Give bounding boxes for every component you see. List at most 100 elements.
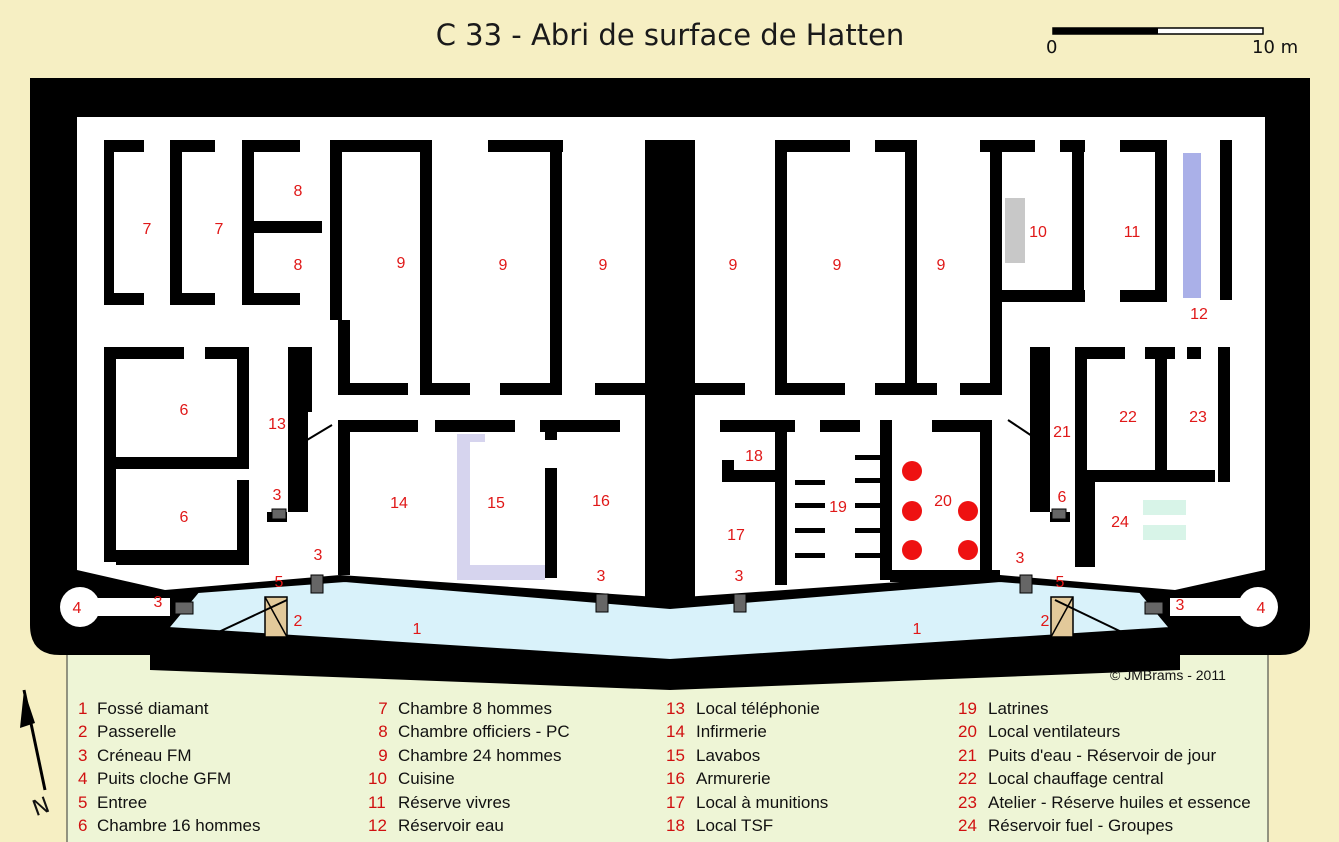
legend-number: 13 <box>666 699 685 718</box>
legend-label: Puits cloche GFM <box>97 769 232 789</box>
legend-number: 10 <box>368 769 387 789</box>
legend-item: 8 Chambre officiers - PC <box>368 720 668 743</box>
legend-item: 3 Créneau FM <box>78 744 378 767</box>
bell-well-left <box>60 587 170 627</box>
legend-number: 14 <box>666 722 685 742</box>
legend-number: 6 <box>78 815 88 835</box>
room-label-7: 7 <box>143 221 152 238</box>
room-label-14: 14 <box>390 495 408 512</box>
room-label-3: 3 <box>273 487 282 504</box>
north-arrow-icon <box>20 689 47 791</box>
legend-item: 11 Réserve vivres <box>368 791 668 814</box>
room-label-1: 1 <box>413 621 422 638</box>
room-label-9: 9 <box>499 257 508 274</box>
legend-number: 9 <box>378 745 388 765</box>
washroom-basin <box>457 434 545 580</box>
legend-number: 22 <box>958 769 977 789</box>
ventilators <box>902 461 978 560</box>
legend-number: 8 <box>378 722 388 742</box>
room-label-9: 9 <box>833 257 842 274</box>
legend-item: 13 Local téléphonie <box>666 697 966 720</box>
legend-label: Réservoir fuel - Groupes <box>988 815 1174 835</box>
room-label-17: 17 <box>727 527 745 544</box>
legend-label: Chambre 24 hommes <box>398 745 562 765</box>
room-label-3: 3 <box>1176 597 1185 614</box>
legend-item: 18 Local TSF <box>666 814 966 837</box>
legend-label: Local à munitions <box>696 792 829 812</box>
room-label-9: 9 <box>599 257 608 274</box>
room-label-7: 7 <box>215 221 224 238</box>
room-label-23: 23 <box>1189 409 1207 426</box>
legend-number: 19 <box>958 699 977 718</box>
room-label-3: 3 <box>597 568 606 585</box>
legend-label: Réservoir eau <box>398 815 504 835</box>
room-label-3: 3 <box>1016 550 1025 567</box>
bell-well-right <box>1170 587 1278 627</box>
legend-column-2: 7 Chambre 8 hommes 8 Chambre officiers - P… <box>368 697 668 837</box>
legend-item: 14 Infirmerie <box>666 720 966 743</box>
room-label-5: 5 <box>1056 574 1065 591</box>
legend-number: 11 <box>368 792 386 812</box>
room-label-16: 16 <box>592 493 610 510</box>
legend-number: 21 <box>958 745 977 765</box>
legend-number: 16 <box>666 769 685 789</box>
embrasures <box>174 508 1164 615</box>
room-label-6: 6 <box>180 509 189 526</box>
legend-label: Infirmerie <box>696 722 767 742</box>
legend-label: Armurerie <box>696 769 771 789</box>
room-label-12: 12 <box>1190 306 1208 323</box>
room-label-3: 3 <box>314 547 323 564</box>
legend-label: Local chauffage central <box>988 769 1164 789</box>
room-label-21: 21 <box>1053 424 1071 441</box>
water-tank <box>1183 153 1201 298</box>
legend-label: Latrines <box>988 699 1049 718</box>
room-label-8: 8 <box>294 257 303 274</box>
legend-column-3: 13 Local téléphonie 14 Infirmerie 15 Lavabo… <box>666 697 966 837</box>
legend-label: Chambre officiers - PC <box>398 722 570 742</box>
legend-number: 5 <box>78 792 88 812</box>
room-label-6: 6 <box>1058 489 1067 506</box>
legend-label: Cuisine <box>398 769 455 789</box>
legend-item: 17 Local à munitions <box>666 791 966 814</box>
legend-label: Local téléphonie <box>696 699 820 718</box>
room-label-10: 10 <box>1029 224 1047 241</box>
room-label-9: 9 <box>729 257 738 274</box>
room-label-4: 4 <box>1257 600 1266 617</box>
room-label-2: 2 <box>1041 613 1050 630</box>
fuel-tank-2 <box>1143 525 1186 540</box>
legend-number: 17 <box>666 792 685 812</box>
legend-number: 3 <box>78 745 88 765</box>
room-label-20: 20 <box>934 493 952 510</box>
legend-number: 18 <box>666 815 685 835</box>
legend-item: 9 Chambre 24 hommes <box>368 744 668 767</box>
fuel-tank-1 <box>1143 500 1186 515</box>
legend-label: Entree <box>97 792 148 812</box>
legend-number: 15 <box>666 745 685 765</box>
legend-label: Lavabos <box>696 745 761 765</box>
interior-walls <box>104 140 1232 600</box>
legend-item: 10 Cuisine <box>368 767 668 790</box>
room-label-9: 9 <box>397 255 406 272</box>
legend-label: Réserve vivres <box>398 792 511 812</box>
room-label-5: 5 <box>275 574 284 591</box>
scale-bar <box>1052 27 1264 35</box>
legend-number: 7 <box>378 699 388 718</box>
room-label-9: 9 <box>937 257 946 274</box>
room-label-6: 6 <box>180 402 189 419</box>
room-label-22: 22 <box>1119 409 1137 426</box>
legend-item: 5 Entree <box>78 791 378 814</box>
legend-label: Créneau FM <box>97 745 192 765</box>
room-label-8: 8 <box>294 183 303 200</box>
scale-start-label: 0 <box>1046 37 1058 58</box>
legend-label: Local TSF <box>696 815 774 835</box>
room-label-2: 2 <box>294 613 303 630</box>
legend-label: Chambre 8 hommes <box>398 699 553 718</box>
